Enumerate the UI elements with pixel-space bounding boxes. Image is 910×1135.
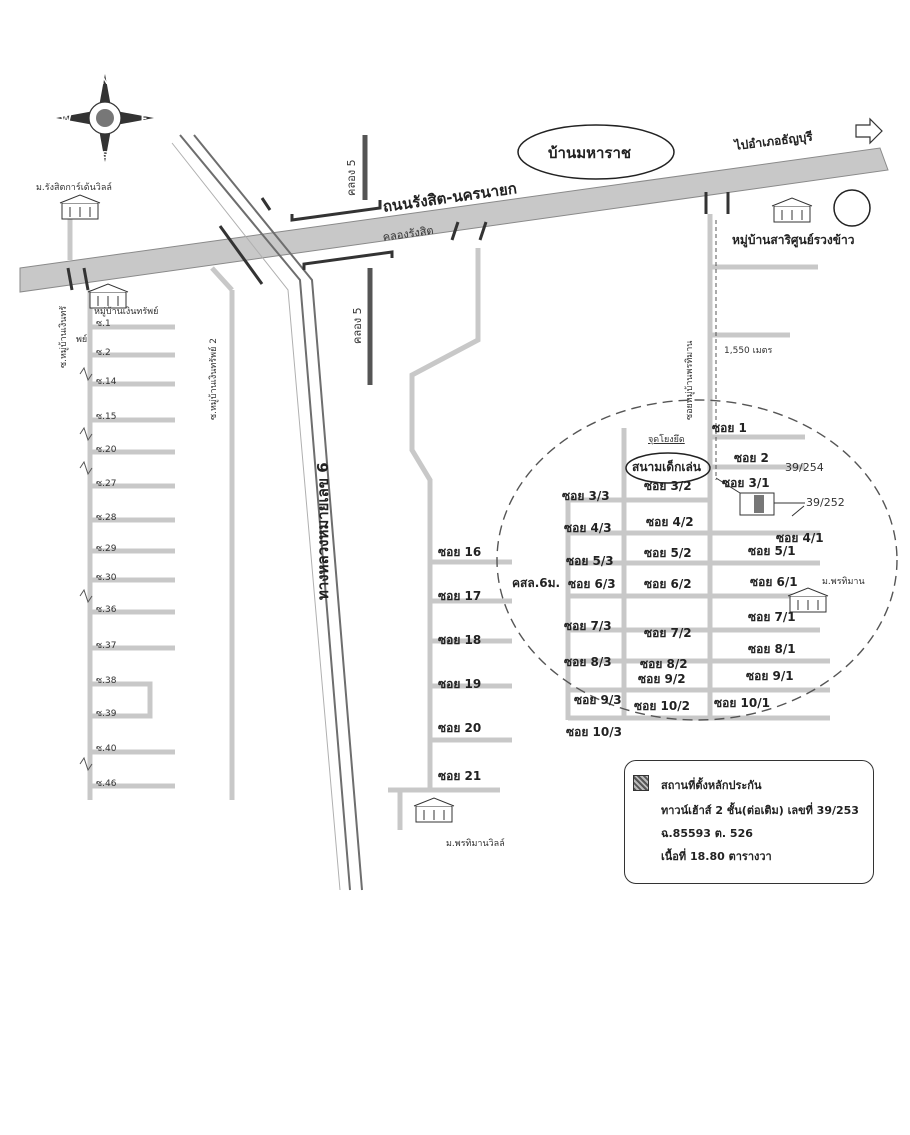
house-icon-porntiman <box>787 587 829 613</box>
left-soi-label: ซ.46 <box>96 779 117 789</box>
collateral-swatch-icon <box>633 775 649 791</box>
grid-soi-label: ซอย 9/2 <box>638 672 686 686</box>
left-soi-label: ซ.2 <box>96 348 111 358</box>
grid-soi-label: ซอย 9/1 <box>746 669 794 683</box>
ngoentap-label: หมู่บ้านเงินทรัพย์ <box>94 307 159 317</box>
mid-soi-label: ซอย 19 <box>438 677 482 691</box>
grid-soi-label: ซอย 5/1 <box>748 544 796 558</box>
playground-ellipse <box>625 452 711 484</box>
highway-label: ทางหลวงหมายเลข 6 <box>314 462 332 600</box>
mid-soi-label: ซอย 21 <box>438 769 482 783</box>
distance-label: 1,550 เมตร <box>724 346 773 356</box>
porntiman-label: ม.พรทิมาน <box>822 577 865 587</box>
grid-soi-label: ซอย 7/3 <box>564 619 612 633</box>
grid-soi-label: ซอย 10/3 <box>566 725 622 739</box>
school-label: คสล.6ม. <box>512 576 561 590</box>
left-roads <box>67 210 235 800</box>
grid-soi-label: ซอย 10/1 <box>714 696 770 710</box>
left-soi-label: ซ.27 <box>96 479 117 489</box>
compass-icon: N E S W <box>56 74 154 162</box>
soi-village-label: ซอยหมู่บ้านพรทิมาน <box>685 340 695 420</box>
mid-soi-label: ซอย 16 <box>438 545 482 559</box>
sari-village-label: หมู่บ้านสาริศูนย์รวงข้าว <box>732 233 855 247</box>
legend-line1: ทาวน์เฮ้าส์ 2 ชั้น(ต่อเติม) เลขที่ 39/25… <box>661 804 859 817</box>
house-icon-porntiman-ville <box>413 797 455 823</box>
grid-soi-label: ซอย 6/1 <box>750 575 798 589</box>
svg-text:S: S <box>101 150 108 161</box>
grid-soi-label: ซอย 5/3 <box>566 554 614 568</box>
svg-text:N: N <box>101 76 109 87</box>
grid-soi-label: ซอย 7/1 <box>748 610 796 624</box>
left-soi-label: ซ.39 <box>96 709 117 719</box>
grid-soi-label: ซอย 8/1 <box>748 642 796 656</box>
ngoentap-soi-suffix: พย์ <box>76 335 88 345</box>
grid-soi-label: ซอย 10/2 <box>634 699 690 713</box>
svg-text:W: W <box>60 114 71 125</box>
left-soi-label: ซ.15 <box>96 412 117 422</box>
legend-line3: เนื้อที่ 18.80 ตารางวา <box>661 850 772 863</box>
parking-label: จุดโยงยึด <box>648 435 685 445</box>
legend-box: สถานที่ตั้งหลักประกัน ทาวน์เฮ้าส์ 2 ชั้น… <box>624 760 874 884</box>
banmaharaj-label: บ้านมหาราช <box>548 144 632 162</box>
ngoentap2-label: ซ.หมู่บ้านเงินทรัพย์ 2 <box>209 338 219 420</box>
svg-text:E: E <box>141 114 148 125</box>
left-soi-label: ซ.30 <box>96 573 117 583</box>
bridges <box>66 192 730 291</box>
main-road <box>19 147 889 293</box>
left-soi-label: ซ.37 <box>96 641 117 651</box>
canal-5 <box>362 135 373 385</box>
middle-roads <box>388 248 512 830</box>
plot-252-label: 39/252 <box>806 496 845 509</box>
legend-title: สถานที่ตั้งหลักประกัน <box>661 779 762 792</box>
collateral-plot <box>715 477 805 517</box>
grid-soi-label: ซอย 4/1 <box>776 531 824 545</box>
grid-soi-label: ซอย 6/3 <box>568 577 616 591</box>
arrow-icon <box>855 117 883 145</box>
left-soi-label: ซ.38 <box>96 676 117 686</box>
ngoentap-soi-label: ซ.หมู่บ้านเงินทรั <box>59 305 69 368</box>
mid-soi-label: ซอย 20 <box>438 721 482 735</box>
canal5-top-label: คลอง 5 <box>345 159 358 196</box>
legend-line2: ฉ.85593 ต. 526 <box>661 827 753 840</box>
grid-soi-label: ซอย 8/3 <box>564 655 612 669</box>
mid-soi-label: ซอย 17 <box>438 589 482 603</box>
plot-254-label: 39/254 <box>785 461 824 474</box>
grid-soi-label: ซอย 2 <box>734 451 769 465</box>
grid-soi-label: ซอย 7/2 <box>644 626 692 640</box>
grid-soi-label: ซอย 3/3 <box>562 489 610 503</box>
grid-soi-label: ซอย 4/3 <box>564 521 612 535</box>
house-icon-sari <box>771 197 813 223</box>
rangsit-garden-label: ม.รังสิตการ์เด้นวิลล์ <box>36 183 112 193</box>
left-soi-label: ซ.40 <box>96 744 117 754</box>
house-icon-rangsit <box>59 194 101 220</box>
grid-soi-label: ซอย 5/2 <box>644 546 692 560</box>
left-soi-label: ซ.29 <box>96 544 117 554</box>
radius-circle <box>496 399 898 721</box>
playground-label: สนามเด็กเล่น <box>632 460 701 474</box>
grid-soi-label: ซอย 3/2 <box>644 479 692 493</box>
grid-soi-label: ซอย 9/3 <box>574 693 622 707</box>
grid-soi-label: ซอย 8/2 <box>640 657 688 671</box>
canal5-bottom-label: คลอง 5 <box>351 307 364 344</box>
banmaharaj-ellipse <box>517 124 675 180</box>
grid-soi-label: ซอย 3/1 <box>722 476 770 490</box>
left-crossings <box>79 366 93 772</box>
house-icon-ngoentap <box>87 283 129 309</box>
grid-soi-label: ซอย 1 <box>712 421 747 435</box>
left-soi-label: ซ.36 <box>96 605 117 615</box>
left-soi-label: ซ.14 <box>96 377 117 387</box>
sari-circle <box>833 189 871 227</box>
left-soi-label: ซ.1 <box>96 319 111 329</box>
porntiman-ville-label: ม.พรทิมานวิลล์ <box>446 839 505 849</box>
grid-soi-label: ซอย 6/2 <box>644 577 692 591</box>
highway-6 <box>171 134 363 891</box>
mid-soi-label: ซอย 18 <box>438 633 482 647</box>
left-soi-label: ซ.28 <box>96 513 117 523</box>
left-soi-label: ซ.20 <box>96 445 117 455</box>
grid-soi-label: ซอย 4/2 <box>646 515 694 529</box>
